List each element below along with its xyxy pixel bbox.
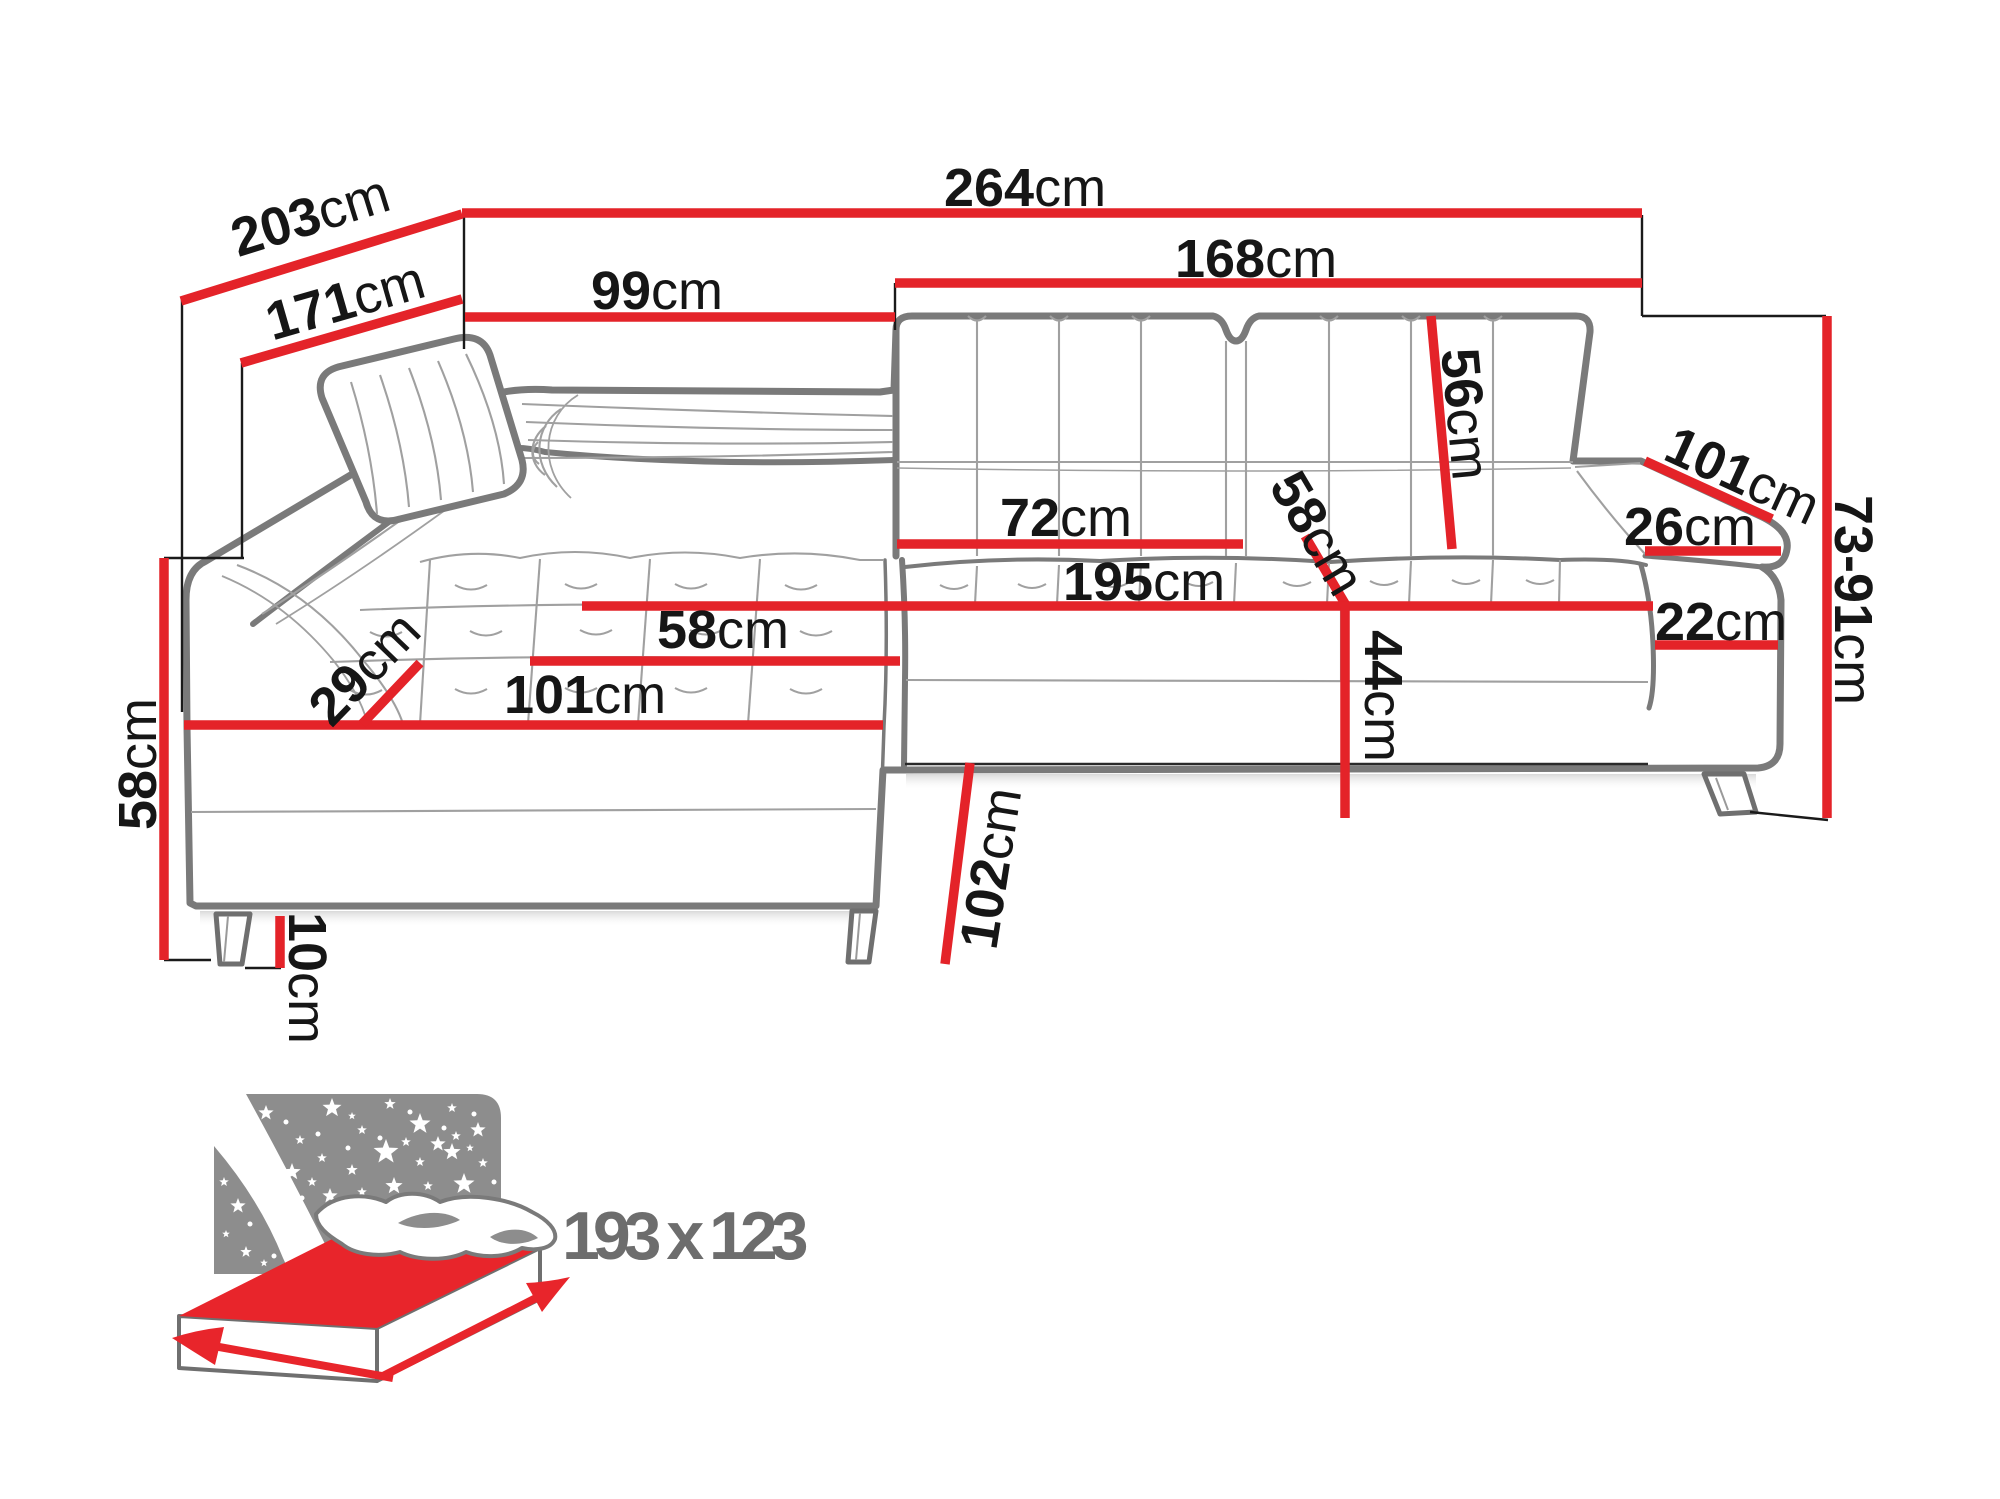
- svg-text:58cm: 58cm: [657, 600, 789, 660]
- svg-text:22cm: 22cm: [1655, 592, 1787, 652]
- svg-text:72cm: 72cm: [1000, 488, 1132, 548]
- svg-text:203cm: 203cm: [224, 163, 397, 268]
- svg-text:193 x 123: 193 x 123: [562, 1198, 807, 1274]
- svg-text:168cm: 168cm: [1175, 229, 1337, 289]
- svg-text:73-91cm: 73-91cm: [1823, 495, 1883, 705]
- svg-text:102cm: 102cm: [949, 783, 1034, 952]
- svg-text:56cm: 56cm: [1429, 346, 1501, 483]
- svg-text:195cm: 195cm: [1063, 552, 1225, 612]
- svg-text:264cm: 264cm: [944, 158, 1106, 218]
- svg-text:99cm: 99cm: [591, 261, 723, 321]
- svg-text:26cm: 26cm: [1624, 497, 1756, 557]
- svg-text:10cm: 10cm: [277, 912, 337, 1044]
- svg-text:44cm: 44cm: [1353, 630, 1413, 762]
- svg-text:58cm: 58cm: [108, 698, 168, 830]
- svg-text:101cm: 101cm: [504, 665, 666, 725]
